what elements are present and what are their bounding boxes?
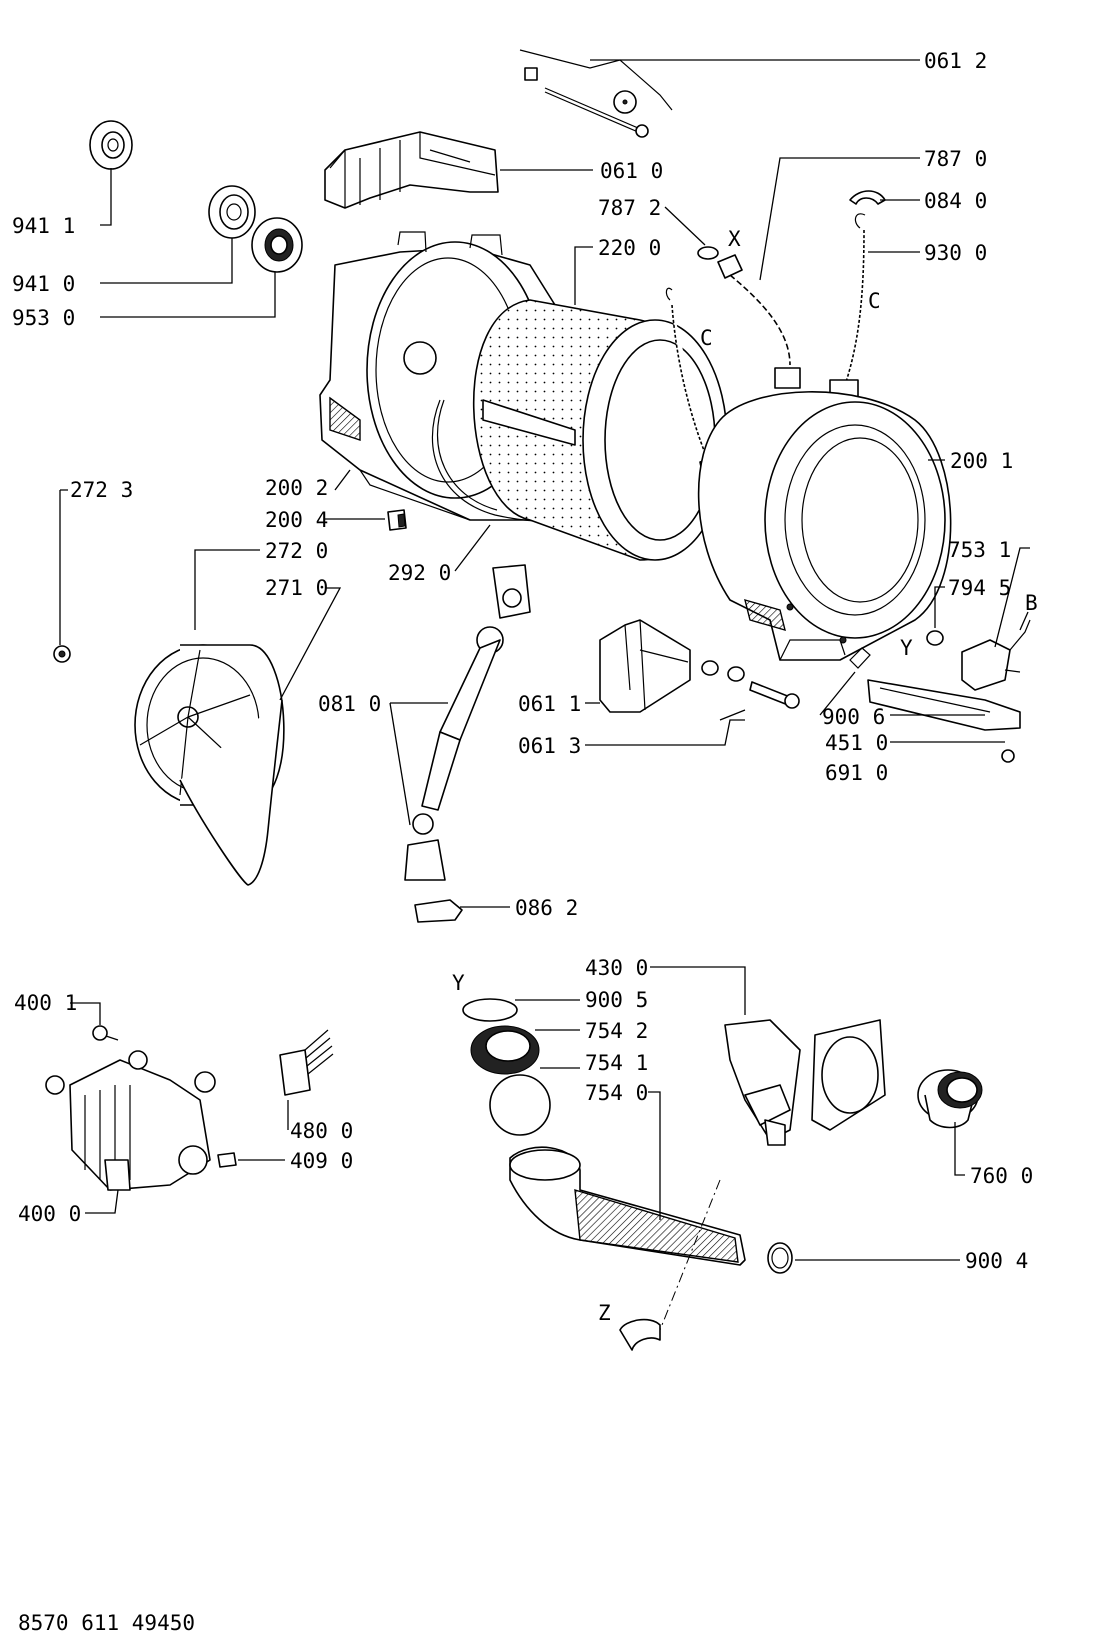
callout-900-6: 900 6 — [822, 705, 885, 729]
callout-760-0: 760 0 — [970, 1164, 1033, 1188]
front-tub-part — [697, 391, 952, 661]
callout-061-1: 061 1 — [518, 692, 581, 716]
nut-691-0 — [1001, 749, 1015, 763]
motor-part — [45, 1050, 216, 1191]
callout-754-1: 754 1 — [585, 1051, 648, 1075]
connector-409-0 — [217, 1152, 237, 1168]
callout-941-0: 941 0 — [12, 272, 75, 296]
callout-900-4: 900 4 — [965, 1249, 1028, 1273]
callout-086-2: 086 2 — [515, 896, 578, 920]
callout-953-0: 953 0 — [12, 306, 75, 330]
marker-y-bottom: Y — [452, 971, 465, 995]
callout-200-4: 200 4 — [265, 508, 328, 532]
callout-794-5: 794 5 — [948, 576, 1011, 600]
brace-rod-part — [519, 49, 673, 138]
counterweight-part — [324, 131, 499, 209]
callout-271-0: 271 0 — [265, 576, 328, 600]
callout-753-1: 753 1 — [948, 538, 1011, 562]
callouts: 061 2 061 0 787 0 787 2 084 0 220 0 930 … — [12, 49, 1038, 1635]
belt-part — [179, 699, 283, 886]
leader-lines — [59, 59, 1030, 1261]
spring-right — [829, 213, 866, 411]
brush-480-0 — [279, 1029, 334, 1096]
clamp-084-0 — [849, 190, 886, 205]
bracket-086-2 — [414, 899, 463, 923]
callout-272-0: 272 0 — [265, 539, 328, 563]
marker-z: Z — [598, 1301, 611, 1325]
marker-b: B — [1025, 591, 1038, 615]
callout-787-0: 787 0 — [924, 147, 987, 171]
heater-element-part — [867, 679, 1021, 731]
callout-451-0: 451 0 — [825, 731, 888, 755]
marker-c-left: C — [700, 326, 713, 350]
callout-061-2: 061 2 — [924, 49, 987, 73]
document-number: 8570 611 49450 — [18, 1611, 195, 1635]
seal-754-2 — [470, 1025, 540, 1075]
bearing-941-0 — [208, 185, 256, 239]
callout-084-0: 084 0 — [924, 189, 987, 213]
callout-900-5: 900 5 — [585, 988, 648, 1012]
seal-953-0 — [251, 217, 303, 273]
hose-clamp-787-2 — [697, 246, 719, 260]
callout-292-0: 292 0 — [388, 561, 451, 585]
counterweight-061-1 — [599, 619, 691, 713]
clip-900-6 — [849, 647, 871, 669]
callout-061-3: 061 3 — [518, 734, 581, 758]
hose-z-part — [619, 1318, 661, 1351]
washer-set — [701, 660, 800, 709]
shock-absorber-part — [404, 564, 531, 881]
callout-754-2: 754 2 — [585, 1019, 648, 1043]
callout-754-0: 754 0 — [585, 1081, 648, 1105]
callout-480-0: 480 0 — [290, 1119, 353, 1143]
callout-081-0: 081 0 — [318, 692, 381, 716]
callout-200-2: 200 2 — [265, 476, 328, 500]
marker-y-top: Y — [900, 636, 913, 660]
bearing-941-1 — [89, 120, 133, 170]
callout-061-0: 061 0 — [600, 159, 663, 183]
ball-754-1 — [489, 1074, 551, 1136]
callout-691-0: 691 0 — [825, 761, 888, 785]
filler-hose-part — [717, 254, 801, 389]
sump-hose-part — [509, 1146, 746, 1266]
callout-400-1: 400 1 — [14, 991, 77, 1015]
callout-220-0: 220 0 — [598, 236, 661, 260]
callout-941-1: 941 1 — [12, 214, 75, 238]
grommet-794-5 — [926, 630, 944, 646]
clamp-900-4 — [767, 1242, 793, 1274]
screw-400-1 — [92, 1025, 119, 1041]
filter-760-0 — [917, 1069, 983, 1129]
drain-pump-part — [724, 1019, 886, 1146]
callout-409-0: 409 0 — [290, 1149, 353, 1173]
callout-272-3: 272 3 — [70, 478, 133, 502]
callout-930-0: 930 0 — [924, 241, 987, 265]
callout-200-1: 200 1 — [950, 449, 1013, 473]
nut-272-3 — [53, 645, 71, 663]
callout-787-2: 787 2 — [598, 196, 661, 220]
marker-c-right: C — [868, 289, 881, 313]
clip-200-4 — [387, 509, 407, 531]
clamp-900-5 — [462, 998, 518, 1022]
thermostat-753-1 — [961, 619, 1031, 691]
marker-x: X — [728, 227, 741, 251]
callout-400-0: 400 0 — [18, 1202, 81, 1226]
drum-part — [472, 299, 728, 561]
callout-430-0: 430 0 — [585, 956, 648, 980]
